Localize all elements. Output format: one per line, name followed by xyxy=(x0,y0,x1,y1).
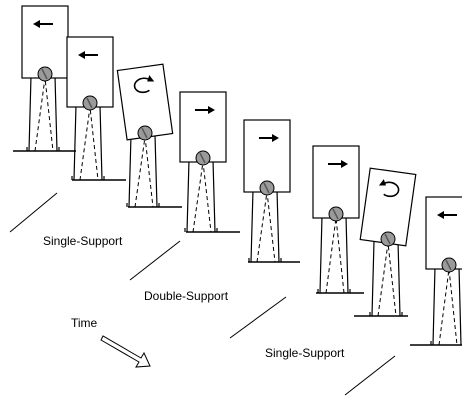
time-arrow-icon xyxy=(100,335,151,368)
joint-marker xyxy=(332,208,339,220)
leg-right xyxy=(397,240,401,317)
robot-frame-7 xyxy=(354,167,417,317)
arrow-head-icon xyxy=(208,106,215,114)
joint-marker xyxy=(445,259,452,271)
support-triangle xyxy=(325,217,345,294)
leg-right xyxy=(345,215,349,294)
leg-left xyxy=(319,215,323,294)
arrow-head-icon xyxy=(341,160,348,168)
torso xyxy=(66,36,114,108)
support-triangle xyxy=(377,242,397,317)
torso-box xyxy=(179,91,227,163)
robot-frame-5 xyxy=(243,119,300,263)
robot-frame-6 xyxy=(312,145,364,294)
leg-left xyxy=(28,75,32,152)
torso xyxy=(116,63,174,141)
robot-frame-3 xyxy=(116,63,182,208)
robot-frame-1 xyxy=(13,5,76,152)
joint-marker xyxy=(263,182,270,194)
joint-marker xyxy=(199,152,206,164)
leg-right xyxy=(54,75,58,152)
arrow-head-icon xyxy=(437,211,444,219)
leg-left xyxy=(186,159,190,233)
rotation-arrow-icon xyxy=(382,181,400,198)
support-triangle xyxy=(34,77,54,152)
support-triangle xyxy=(256,191,276,263)
support-triangle xyxy=(438,268,458,346)
double-support-label: Double-Support xyxy=(144,289,229,303)
time-label: Time xyxy=(71,316,98,330)
torso xyxy=(179,91,227,163)
torso xyxy=(425,196,462,270)
arrow-head-icon xyxy=(33,20,40,28)
joint-marker xyxy=(384,233,391,245)
single-support-label-2: Single-Support xyxy=(265,346,345,360)
torso xyxy=(243,119,291,193)
robot-frame-2 xyxy=(66,36,126,181)
leg-left xyxy=(73,104,77,181)
rotation-arrow-icon xyxy=(133,77,151,94)
phase-separator-3 xyxy=(229,296,287,339)
torso-box xyxy=(66,36,114,108)
support-triangle xyxy=(79,106,99,181)
arrow-head-icon xyxy=(147,75,155,82)
time-arrow-shape xyxy=(100,335,151,368)
leg-right xyxy=(212,159,216,233)
torso xyxy=(312,145,360,219)
leg-left xyxy=(432,266,436,346)
phase-separator-4 xyxy=(344,355,396,396)
single-support-label-1: Single-Support xyxy=(43,234,123,248)
phase-separator-1 xyxy=(9,192,58,233)
leg-left xyxy=(128,134,132,208)
leg-left xyxy=(250,189,254,263)
joint-marker xyxy=(41,68,48,80)
joint-marker xyxy=(86,97,93,109)
leg-right xyxy=(154,134,158,208)
phase-separator-2 xyxy=(129,240,181,281)
robot-frame-4 xyxy=(179,91,240,233)
robot-frame-8 xyxy=(410,196,462,346)
support-triangle xyxy=(192,161,212,233)
leg-right xyxy=(99,104,103,181)
leg-right xyxy=(458,266,462,346)
support-triangle xyxy=(134,136,154,208)
leg-left xyxy=(371,240,375,317)
joint-marker xyxy=(141,127,148,139)
arrow-head-icon xyxy=(272,134,279,142)
torso-box xyxy=(425,196,462,270)
leg-right xyxy=(276,189,280,263)
torso-box xyxy=(312,145,360,219)
torso-box xyxy=(243,119,291,193)
arrow-head-icon xyxy=(378,179,386,186)
arrow-head-icon xyxy=(78,51,85,59)
phase-separators xyxy=(9,192,396,396)
torso xyxy=(359,167,417,247)
